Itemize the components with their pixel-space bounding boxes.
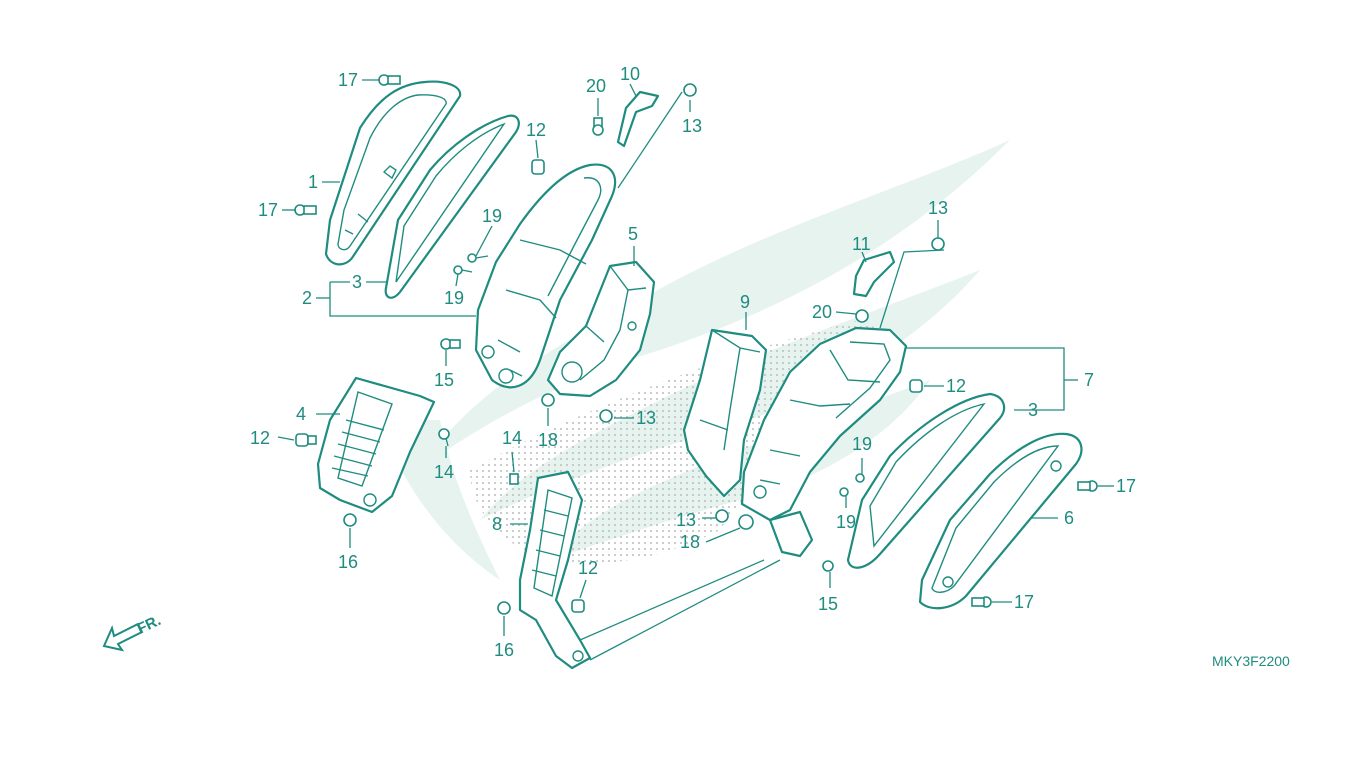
screw-19a xyxy=(467,253,489,263)
collar-12c xyxy=(571,599,585,613)
part-9-right-inner-duct xyxy=(682,328,768,498)
callout-19: 19 xyxy=(482,206,502,226)
callout-15: 15 xyxy=(434,370,454,390)
callout-12: 12 xyxy=(946,376,966,396)
hardware-fasteners xyxy=(294,74,1098,615)
callout-10: 10 xyxy=(620,64,640,84)
callout-17: 17 xyxy=(1014,592,1034,612)
callout-13: 13 xyxy=(636,408,656,428)
part-1-left-cover xyxy=(324,80,462,266)
callout-17: 17 xyxy=(258,200,278,220)
bolt-17b xyxy=(294,204,317,216)
callout-20: 20 xyxy=(812,302,832,322)
nut-13d xyxy=(931,237,945,251)
part-3-right-gasket xyxy=(846,392,1006,569)
callout-9: 9 xyxy=(740,292,750,312)
screw-19b xyxy=(453,265,473,275)
bolt-15a xyxy=(440,338,461,350)
callout-18: 18 xyxy=(538,430,558,450)
nut-13c xyxy=(715,509,729,523)
front-label: FR. xyxy=(135,612,164,638)
callout-3: 3 xyxy=(1028,400,1038,420)
callout-19: 19 xyxy=(444,288,464,308)
bolt-17c xyxy=(1077,480,1098,492)
part-10-bracket xyxy=(616,90,660,148)
bolt-16a xyxy=(343,513,357,527)
callout-11: 11 xyxy=(852,234,871,254)
callout-7: 7 xyxy=(1084,370,1094,390)
front-arrow-icon xyxy=(102,622,144,652)
callout-14: 14 xyxy=(434,462,454,482)
callout-6: 6 xyxy=(1064,508,1074,528)
bolt-15b xyxy=(822,560,834,572)
callout-3: 3 xyxy=(352,272,362,292)
collar-12d xyxy=(909,379,923,393)
callout-17: 17 xyxy=(338,70,358,90)
callout-20: 20 xyxy=(586,76,606,96)
bolt-17d xyxy=(971,596,992,608)
collar-12a xyxy=(531,159,545,175)
callout-13: 13 xyxy=(682,116,702,136)
callout-16: 16 xyxy=(494,640,514,660)
callout-labels: 17 1 17 3 2 20 10 13 12 19 19 5 15 4 12 … xyxy=(250,64,1136,660)
callout-13: 13 xyxy=(928,198,948,218)
bolt-17a xyxy=(378,74,401,86)
part-8-lower-bracket xyxy=(518,470,592,670)
bolt-14a xyxy=(438,428,450,447)
part-2-left-frame-cover xyxy=(474,163,617,389)
callout-16: 16 xyxy=(338,552,358,572)
bolt-20b xyxy=(855,309,869,323)
front-direction-indicator: FR. xyxy=(102,612,164,652)
callout-2: 2 xyxy=(302,288,312,308)
part-4-left-vent xyxy=(316,376,436,514)
part-5-inner-duct xyxy=(546,260,656,398)
part-7-right-frame-cover xyxy=(740,326,908,558)
grommet-18b xyxy=(738,514,754,530)
callout-1: 1 xyxy=(308,172,318,192)
callout-5: 5 xyxy=(628,224,638,244)
bolt-14b xyxy=(509,473,519,485)
callout-13: 13 xyxy=(676,510,696,530)
callout-17: 17 xyxy=(1116,476,1136,496)
part-11-bracket xyxy=(852,250,896,298)
callout-12: 12 xyxy=(578,558,598,578)
part-3-left-gasket xyxy=(384,114,520,299)
callout-14: 14 xyxy=(502,428,522,448)
callout-15: 15 xyxy=(818,594,838,614)
screw-19d xyxy=(839,487,849,497)
screw-19c xyxy=(855,473,865,483)
callout-8: 8 xyxy=(492,514,502,534)
callout-12: 12 xyxy=(526,120,546,140)
diagram-code: MKY3F2200 xyxy=(1212,653,1290,669)
bolt-16b xyxy=(497,601,511,615)
leader-lines xyxy=(277,79,1114,661)
nut-13a xyxy=(683,83,697,97)
bolt-20a xyxy=(592,117,604,136)
collar-12b xyxy=(295,433,317,447)
callout-4: 4 xyxy=(296,404,306,424)
callout-18: 18 xyxy=(680,532,700,552)
part-6-right-cover xyxy=(918,432,1083,610)
callout-12: 12 xyxy=(250,428,270,448)
nut-13b xyxy=(599,409,613,423)
callout-19: 19 xyxy=(836,512,856,532)
grommet-18a xyxy=(541,393,555,407)
callout-19: 19 xyxy=(852,434,872,454)
